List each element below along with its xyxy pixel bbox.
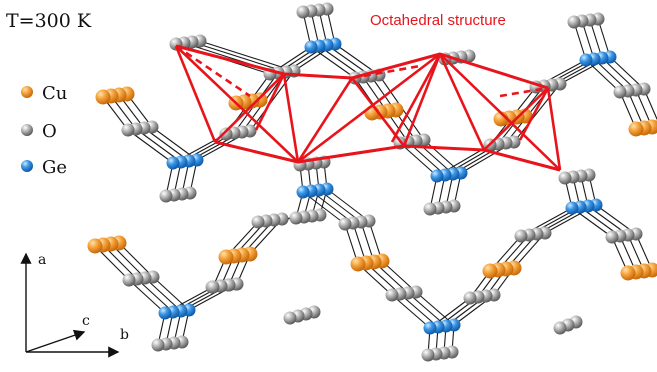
bond [135,128,182,163]
o-atom [421,348,435,362]
bond [593,58,629,92]
o-atom [613,85,627,99]
axis-b-label: b [120,327,129,343]
o-atom [514,229,528,243]
cu-atom [482,263,498,279]
octahedron-edge [297,52,441,164]
octahedron-edge [297,144,405,164]
bond [423,139,462,174]
octahedron-hidden-edge [483,148,561,172]
o-atom [567,15,581,29]
bond [589,19,603,59]
octahedron-edge [390,53,442,143]
legend-o-swatch [21,124,33,136]
axes-indicator: a c b [20,252,129,358]
octahedral-structure-label: Octahedral structure [370,12,506,29]
octahedron-edge [402,53,442,147]
octahedron-hidden-edge [499,86,549,98]
ge-atom [304,40,318,54]
o-atom [159,189,173,203]
bond [118,242,154,278]
o-atom [296,5,310,19]
bond [573,21,587,61]
axis-c-arrow [25,329,86,353]
bond [249,70,295,132]
bond [128,279,166,314]
o-atom [122,273,136,287]
octahedron-edge [214,73,285,143]
bond [609,56,645,90]
o-atom [151,338,165,352]
octahedra-overlay [174,44,562,172]
bond [585,59,621,93]
o-atom [283,311,297,325]
octahedron-edge [254,73,286,131]
o-atom [338,217,352,231]
ge-atom [430,169,444,183]
bond [399,142,438,177]
o-atom [385,288,399,302]
bond [643,88,657,121]
axis-c-label: c [82,313,90,329]
octahedron-edge [282,73,300,163]
o-atom [206,280,220,294]
octahedron-edge [518,87,550,141]
octahedron-hidden-edge [214,140,299,164]
octahedron-hidden-edge [175,44,251,98]
ge-atom [296,185,310,199]
octahedron-edge [296,77,354,163]
bond [152,276,190,311]
legend-cu-swatch [21,86,33,98]
octahedron-edge [174,45,217,143]
bond [391,294,431,329]
o-atom [219,127,233,141]
cu-atom [628,121,644,137]
bond [127,129,174,164]
atom-layer [87,2,657,362]
ge-atom [158,306,172,320]
bond [199,40,295,72]
o-atom [289,211,303,225]
cu-atom [95,89,111,105]
temperature-label: T=300 K [6,10,92,32]
bond [399,293,439,328]
cu-atom [350,256,366,272]
bond [581,20,595,60]
bond [601,57,637,91]
octahedron-edge [438,53,486,151]
legend-o-label: O [42,121,57,142]
o-atom [553,321,567,335]
ge-atom [166,156,180,170]
legend-ge-label: Ge [42,157,67,178]
o-atom [251,215,265,229]
octahedron-edge [175,45,299,163]
o-atom [463,291,477,305]
cu-atom [87,238,103,254]
o-atom [121,123,135,137]
o-atom [558,171,572,185]
legend-ge-swatch [21,160,33,172]
octahedron-edge [483,87,549,151]
octahedron-edge [546,87,562,171]
bond [143,127,190,162]
bond [597,18,611,58]
cu-atom [218,249,234,265]
ge-atom [579,53,593,67]
legend: Cu O Ge [21,83,67,178]
ge-atom [423,321,437,335]
o-atom [605,230,619,244]
bond [381,260,417,293]
bond [191,41,287,73]
bond [136,278,174,313]
o-atom [423,202,437,216]
octahedron-edge [439,53,561,171]
cu-atom [620,265,636,281]
bond [144,277,182,312]
ge-atom [565,201,579,215]
axis-a-label: a [38,252,46,268]
legend-cu-label: Cu [42,83,67,104]
